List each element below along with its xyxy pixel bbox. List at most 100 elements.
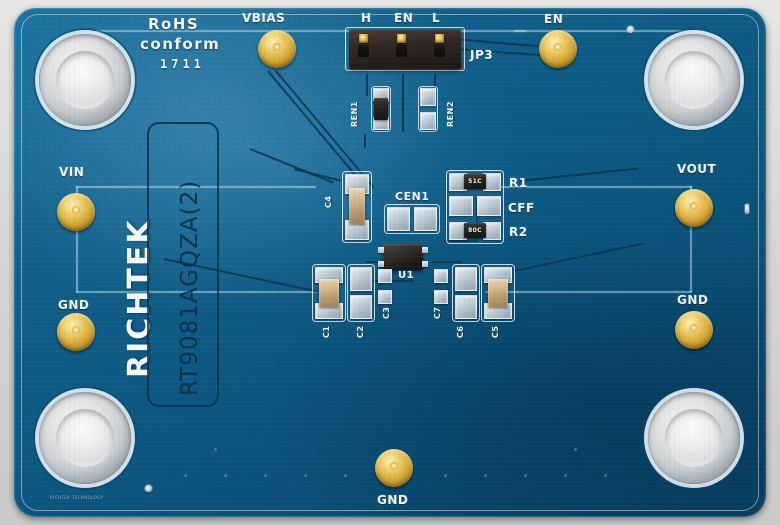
cff-pad-right: [477, 196, 501, 216]
trace-jp3-l: [434, 74, 436, 94]
label-jp3: JP3: [470, 48, 494, 62]
vout-post[interactable]: [675, 189, 713, 236]
c4-capacitor: [349, 188, 365, 224]
label-ren1: REN1: [350, 101, 359, 127]
jp3-header[interactable]: [349, 29, 461, 69]
micro-via: [484, 474, 487, 477]
u1-pin-tr: [422, 247, 428, 253]
u1-pin-bl: [378, 261, 384, 267]
via-top-right: [627, 26, 634, 33]
label-vout: VOUT: [677, 162, 717, 176]
label-jp-l: L: [432, 11, 441, 25]
ren2-pad-top: [420, 88, 436, 106]
c7-pad-bottom: [434, 290, 448, 304]
cen1-pad-right: [414, 207, 437, 231]
gnd-left-post[interactable]: [57, 313, 95, 360]
trace-top-rail-right: [514, 30, 704, 32]
trace-vin-rail: [76, 186, 316, 188]
gnd-bottom-post[interactable]: [375, 449, 413, 496]
jp3-slot-2: [396, 45, 407, 57]
jp3-slot-3: [434, 45, 445, 57]
micro-via: [604, 474, 607, 477]
label-u1: U1: [398, 270, 415, 281]
mounting-hole-bore: [665, 51, 723, 109]
post-dimple: [389, 461, 399, 470]
date-code: 1711: [160, 57, 205, 71]
label-r1: R1: [509, 176, 528, 190]
micro-via: [564, 474, 567, 477]
label-en: EN: [544, 12, 564, 26]
jp3-pin-en[interactable]: [397, 34, 406, 43]
label-vin: VIN: [59, 165, 85, 179]
jp3-pin-l[interactable]: [435, 34, 444, 43]
micro-via: [224, 474, 227, 477]
micro-via: [264, 474, 267, 477]
trace-u1-bottom: [372, 280, 414, 282]
label-vbias: VBIAS: [242, 11, 286, 25]
via-right-edge: [745, 204, 749, 214]
u1-ic: [378, 244, 428, 270]
post-dimple: [272, 42, 282, 51]
micro-via: [214, 448, 217, 451]
c3-pad-top: [378, 269, 392, 283]
cen1-pad-left: [387, 207, 410, 231]
label-c2: C2: [356, 325, 365, 338]
part-number-box: [147, 122, 219, 407]
trace-lower-right-diag: [513, 242, 642, 272]
c2-pad-bottom: [350, 295, 372, 319]
trace-vbias-a: [267, 70, 365, 187]
mounting-hole-bottom-left: [39, 392, 131, 484]
rohs-line-2: conform: [140, 35, 221, 53]
jp3-pin-h[interactable]: [359, 34, 368, 43]
cff-pad-left: [449, 196, 473, 216]
label-c6: C6: [456, 325, 465, 338]
c3-pad-bottom: [378, 290, 392, 304]
post-dimple: [71, 325, 81, 334]
trace-jp3-h: [366, 74, 368, 96]
label-jp-h: H: [361, 11, 372, 25]
jp3-slot-1: [358, 45, 369, 57]
post-dimple: [689, 323, 699, 332]
label-gnd-bottom: GND: [377, 493, 409, 507]
label-c1: C1: [322, 325, 331, 338]
trace-gnd-right-rail: [486, 291, 692, 293]
label-gnd-right: GND: [677, 293, 709, 307]
trace-ren-bottom: [364, 134, 366, 148]
c7-pad-top: [434, 269, 448, 283]
post-dimple: [71, 205, 81, 214]
rohs-line-1: RoHS: [148, 15, 200, 33]
post-dimple: [553, 42, 563, 51]
via-bottom-left: [145, 485, 152, 492]
label-r2: R2: [509, 225, 528, 239]
fine-print-text: RICHTEK TECHNOLOGY: [50, 495, 104, 500]
vin-post[interactable]: [57, 193, 95, 240]
mounting-hole-bore: [56, 51, 114, 109]
trace-top-rail: [96, 30, 526, 32]
micro-via: [184, 474, 187, 477]
micro-via: [524, 474, 527, 477]
u1-pin-tl: [378, 247, 384, 253]
c5-capacitor: [488, 279, 508, 307]
en-post[interactable]: [539, 30, 577, 77]
trace-jp3-en: [402, 74, 404, 132]
micro-via: [304, 474, 307, 477]
vbias-post[interactable]: [258, 30, 296, 77]
trace-left-vertical: [76, 186, 78, 292]
label-cff: CFF: [508, 201, 535, 215]
mounting-hole-top-left: [39, 34, 131, 126]
label-jp-en: EN: [394, 11, 414, 25]
r2-resistor: 80C: [464, 223, 486, 238]
trace-r-divider-down: [476, 198, 478, 240]
mounting-hole-bore: [665, 409, 723, 467]
micro-via: [444, 474, 447, 477]
trace-right-vertical: [690, 186, 692, 292]
micro-via: [344, 474, 347, 477]
trace-r-divider-to-u1: [444, 240, 478, 242]
label-cen1: CEN1: [395, 190, 430, 203]
gnd-right-post[interactable]: [675, 311, 713, 358]
c6-pad-top: [455, 267, 477, 291]
pcb-board: RoHS conform 1711 RICHTEK RT9081AGQZA(2)…: [14, 8, 766, 517]
label-c5: C5: [491, 325, 500, 338]
trace-en-to-jp3: [453, 38, 546, 48]
